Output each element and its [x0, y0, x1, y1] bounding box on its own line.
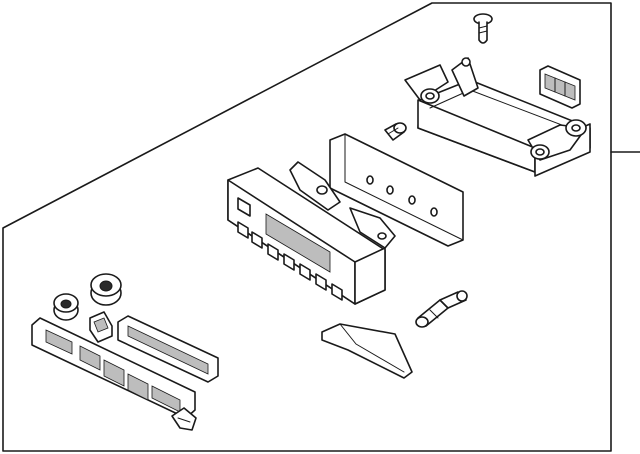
knob-small [53, 293, 79, 321]
screw-top [473, 13, 493, 44]
control-panel-housing [227, 161, 396, 305]
assembly-boundary-outline [2, 2, 612, 452]
trim-wedge [321, 323, 413, 379]
clip-bottom [171, 407, 197, 431]
control-module-box [404, 57, 591, 177]
bulb-socket [384, 122, 407, 141]
bezel-display-frame [117, 315, 219, 383]
connector-plug [539, 65, 581, 109]
temperature-sensor [415, 290, 468, 328]
bezel-left [31, 317, 196, 419]
knob-large [90, 273, 122, 306]
button-cap [89, 311, 113, 343]
